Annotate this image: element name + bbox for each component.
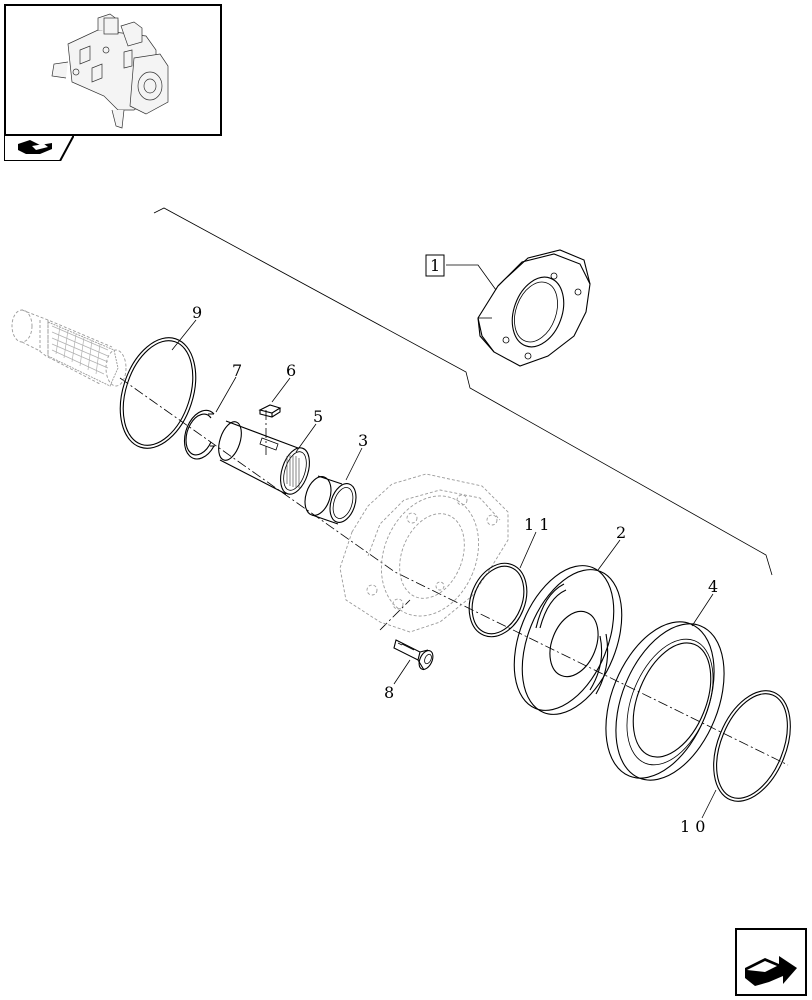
callout-6[interactable]: 6 <box>286 361 296 380</box>
callout-2[interactable]: 2 <box>616 523 626 542</box>
part-6-key-pin <box>258 404 282 418</box>
center-axis-line <box>119 377 789 766</box>
assembly-thumbnail[interactable] <box>4 4 222 136</box>
part-10-large-o-ring <box>713 690 791 802</box>
part-7-snap-ring <box>183 409 215 460</box>
part-4-thrust-ring <box>605 621 725 781</box>
part-9-large-o-ring <box>119 337 197 449</box>
assembly-bracket-line <box>153 207 773 576</box>
callout-4[interactable]: 4 <box>708 577 718 596</box>
callout-11[interactable]: 1 1 <box>524 515 549 534</box>
part-1-flange-housing <box>477 249 591 367</box>
next-page-button[interactable] <box>735 928 807 996</box>
splined-shaft-reference <box>11 309 127 387</box>
part-3-bearing-ring <box>304 475 357 525</box>
part-5-sleeve <box>218 420 310 495</box>
view-tab[interactable] <box>3 134 76 162</box>
callout-7[interactable]: 7 <box>232 361 242 380</box>
pump-thumbnail-icon <box>51 13 169 129</box>
callout-leader-lines <box>171 264 717 819</box>
callout-10[interactable]: 1 0 <box>680 817 705 836</box>
callout-5[interactable]: 5 <box>313 407 323 426</box>
callout-1-box <box>425 254 445 277</box>
callout-1[interactable]: 1 <box>430 256 440 275</box>
next-page-arrow-icon <box>735 928 807 996</box>
callout-9[interactable]: 9 <box>192 303 202 322</box>
part-8-socket-screw <box>393 639 434 671</box>
housing-flange-reference <box>339 473 509 633</box>
part-2-port-plate <box>513 565 623 715</box>
part-11-o-ring <box>468 562 528 638</box>
screw-axis-line <box>379 599 411 631</box>
callout-8[interactable]: 8 <box>384 683 394 702</box>
callout-3[interactable]: 3 <box>358 431 368 450</box>
